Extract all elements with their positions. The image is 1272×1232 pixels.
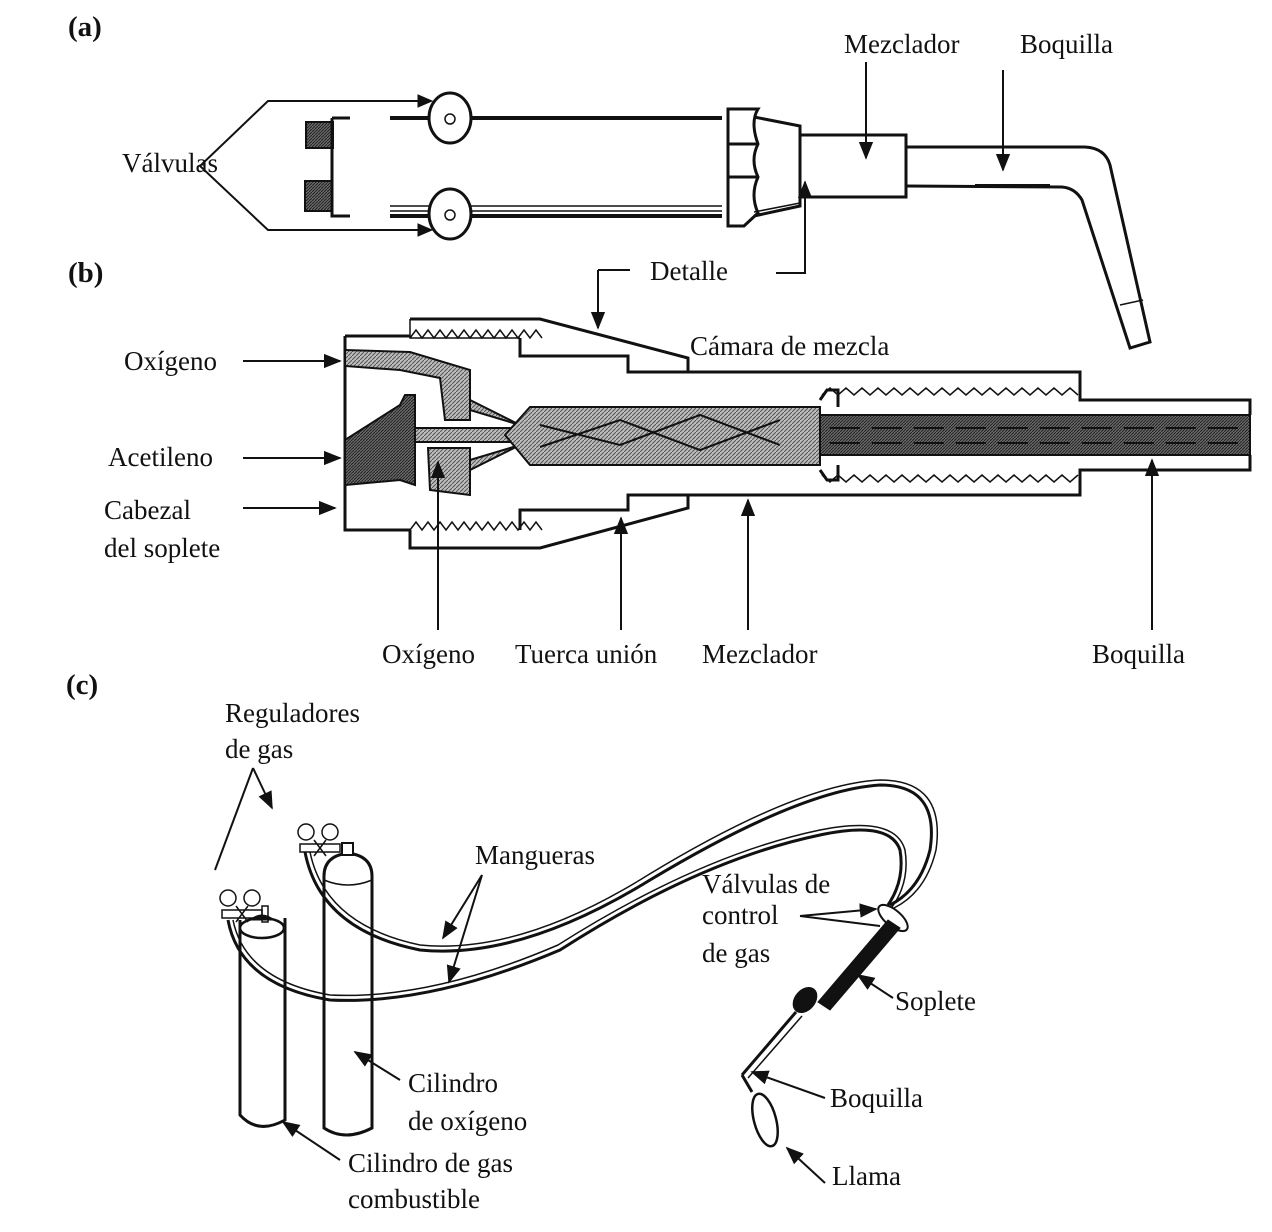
detail-leader xyxy=(776,180,813,274)
valve-knob-top xyxy=(427,91,473,145)
panel-a-label: (a) xyxy=(68,11,102,43)
acetylene-in-label: Acetileno xyxy=(108,442,213,472)
valve-knob-center xyxy=(444,113,456,125)
union-nut xyxy=(726,107,761,228)
nozzle-label-c: Boquilla xyxy=(830,1083,923,1113)
oxygen-cylinder-leader xyxy=(353,1051,401,1081)
nozzle-label: Boquilla xyxy=(1020,29,1113,59)
arrow-icon xyxy=(417,223,434,237)
torch-head-label-line1: Cabezal xyxy=(104,495,191,525)
hose-fitting-top xyxy=(305,121,334,149)
union-nut-top xyxy=(410,317,690,374)
acetylene-jet xyxy=(414,427,516,443)
regulators-leader-left xyxy=(214,767,254,871)
nozzle-tip xyxy=(740,1074,754,1093)
control-valves-leader-2 xyxy=(799,915,881,927)
mixer-body xyxy=(798,133,908,199)
oxygen-cylinder-label-line1: Cilindro xyxy=(408,1068,498,1098)
torch-grip-band xyxy=(809,979,821,991)
thread-top xyxy=(409,328,543,340)
detail-label: Detalle xyxy=(650,256,728,286)
nozzle-body xyxy=(905,145,1152,350)
oxygen-cylinder-label-line2: de oxígeno xyxy=(408,1106,527,1136)
mixed-gas-stream-nozzle xyxy=(819,414,1251,456)
nozzle-collar xyxy=(818,388,840,482)
torch-grip xyxy=(792,986,818,1014)
nozzle-leader-c xyxy=(750,1070,826,1099)
mixer-thread-bottom xyxy=(821,474,1079,483)
fuel-cylinder-label-line1: Cilindro de gas xyxy=(348,1148,513,1178)
hose-fitting-bottom xyxy=(304,180,333,212)
panel-b-label: (b) xyxy=(68,257,103,289)
mixer-bottom xyxy=(688,455,1252,497)
mixer-label: Mezclador xyxy=(844,29,959,59)
union-nut-label: Tuerca unión xyxy=(515,639,658,669)
torch-handle xyxy=(817,919,901,1011)
mixer-cone xyxy=(753,115,802,218)
nozzle-label-b: Boquilla xyxy=(1092,639,1185,669)
oxygen-cylinder-dome xyxy=(322,851,374,877)
thread-bottom xyxy=(409,520,543,532)
oxygen-cylinder xyxy=(322,876,374,1137)
valve-knob-center xyxy=(444,209,456,221)
control-valves-leader-1 xyxy=(799,903,878,918)
valves-leader xyxy=(198,100,428,231)
flame-label: Llama xyxy=(832,1161,901,1191)
fuel-cylinder-leader xyxy=(281,1121,341,1161)
torch-label: Soplete xyxy=(895,986,976,1016)
torch-head xyxy=(343,334,410,532)
mixer-thread-top xyxy=(821,387,1079,396)
oxygen-jet-bottom xyxy=(469,444,521,472)
torch-handle-band xyxy=(844,952,854,962)
oxygen-in-label: Oxígeno xyxy=(124,346,217,376)
panel-c-label: (c) xyxy=(66,669,98,701)
oxygen-passage-lower xyxy=(426,447,471,497)
hose-oxygen xyxy=(303,783,933,953)
fuel-cylinder-label-line2: combustible xyxy=(348,1184,480,1214)
mixer-top xyxy=(688,370,1252,415)
oxygen-cylinder-valve xyxy=(341,842,354,856)
oxygen-passage xyxy=(344,348,471,421)
control-valves-label-line1: Válvulas de xyxy=(702,869,830,899)
oxygen-bottom-label: Oxígeno xyxy=(382,639,475,669)
flame xyxy=(751,1092,779,1148)
regulators-label-line2: de gas xyxy=(225,734,293,764)
fuel-regulator xyxy=(219,889,269,923)
regulators-leader-right xyxy=(252,767,273,810)
fuel-cylinder xyxy=(238,918,287,1128)
hoses-label: Mangueras xyxy=(475,840,595,870)
flow-arrows xyxy=(539,413,781,452)
mixer-label-b: Mezclador xyxy=(702,639,817,669)
oxygen-regulator xyxy=(297,823,341,857)
arrow-icon xyxy=(417,94,434,108)
torch-leader xyxy=(856,974,894,999)
cone-line xyxy=(753,202,801,213)
torch-head-label-line2: del soplete xyxy=(104,533,220,563)
union-nut-facets xyxy=(728,142,758,179)
torch-nozzle xyxy=(740,1011,798,1076)
torch-handle-back xyxy=(330,118,350,218)
panel-b: (b) Oxígeno Acetileno xyxy=(68,257,1252,669)
nozzle-tip-line xyxy=(1119,299,1144,306)
valve-knob-bottom xyxy=(427,187,473,241)
hose-fuel xyxy=(226,828,903,1002)
hoses-leader-2 xyxy=(446,874,483,984)
hose-fuel-inner xyxy=(232,824,907,997)
flame-leader xyxy=(785,1146,826,1184)
oxygen-jet-top xyxy=(469,398,521,426)
control-valves-label-line2: control xyxy=(702,900,778,930)
control-valves-label-line3: de gas xyxy=(702,938,770,968)
acetylene-passage xyxy=(344,394,416,487)
hose-oxygen-inner xyxy=(309,779,938,947)
panel-c: (c) Reguladores de gas Manguer xyxy=(66,669,976,1214)
mixing-chamber-label: Cámara de mezcla xyxy=(690,331,889,361)
torch-nozzle-line xyxy=(747,1015,803,1079)
hoses-leader-1 xyxy=(442,874,483,940)
flow-arrows-nozzle xyxy=(830,427,1240,444)
oxygen-cylinder-band xyxy=(323,879,373,886)
regulators-label-line1: Reguladores xyxy=(225,698,360,728)
panel-a: (a) Válvulas Mezclador xyxy=(68,11,1152,350)
